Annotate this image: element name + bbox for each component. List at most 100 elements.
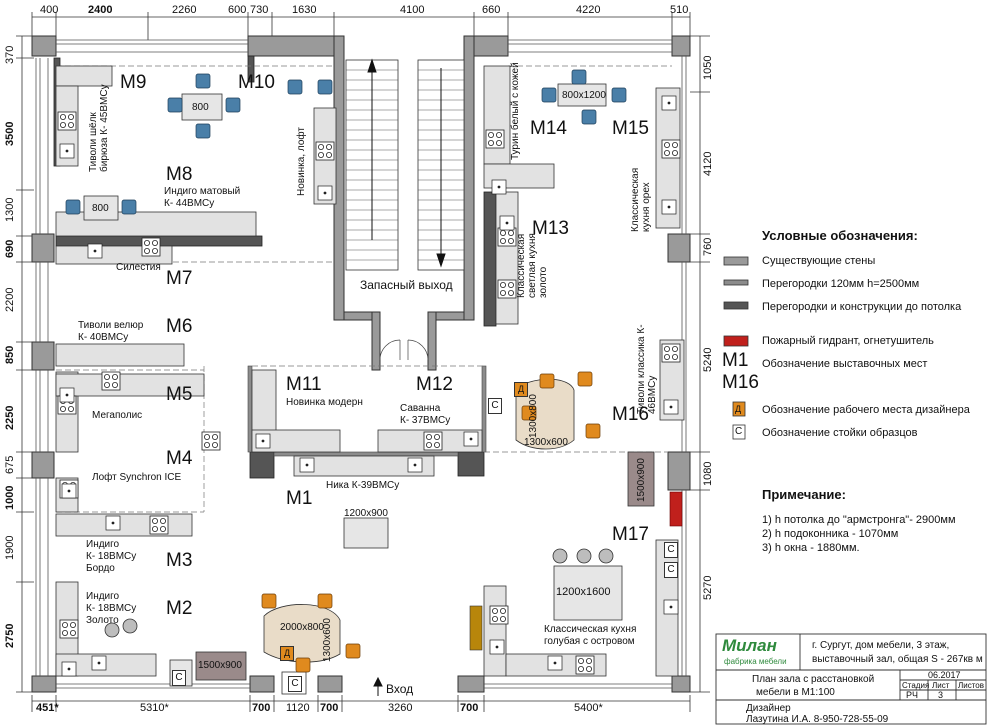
label-indigo-bordo-2: К- 18ВМСу — [86, 551, 137, 562]
chair — [317, 593, 333, 609]
tables — [83, 83, 655, 695]
chair — [585, 423, 601, 439]
company-logo: Милан — [722, 636, 777, 655]
sink — [661, 199, 677, 215]
bar-stool — [104, 622, 120, 638]
sofa-size-m16: 1500x900 — [636, 458, 647, 502]
bar-stool — [552, 548, 568, 564]
designer-marker-m1: Д — [280, 646, 294, 661]
sink — [491, 179, 507, 195]
stairs — [345, 59, 465, 271]
sink — [661, 95, 677, 111]
zone-label-m6: M6 — [166, 316, 193, 337]
sample-stand-m12: С — [488, 398, 502, 414]
entrance-arrow — [373, 676, 383, 696]
sink — [663, 599, 679, 615]
chair — [295, 657, 311, 673]
sinks — [59, 95, 679, 677]
label-classic-blue-1: Классическая кухня — [544, 624, 637, 635]
left-dimension-2: 1300 — [4, 197, 16, 222]
sink — [317, 185, 333, 201]
sink — [299, 457, 315, 473]
zone-label-m3: M3 — [166, 550, 193, 571]
cooktop — [497, 227, 517, 247]
label-classic-light: Классическая светлая кухня золото — [516, 233, 549, 298]
fire-hydrant — [669, 491, 683, 527]
title-plan-2: мебели в М1:100 — [756, 687, 835, 698]
cooktop — [201, 431, 221, 451]
notes-title: Примечание: — [762, 487, 846, 502]
label-indigo-zoloto-1: Индиго — [86, 591, 120, 602]
chair — [167, 97, 183, 113]
right-dimension-1: 4120 — [702, 151, 714, 176]
cooktop — [315, 141, 335, 161]
note-2: 2) h подоконника - 1070мм — [762, 528, 899, 540]
left-dimension-4: 2200 — [4, 287, 16, 312]
desk-size-m1-b: 1300x600 — [322, 618, 333, 662]
zone-label-m1: M1 — [286, 488, 313, 509]
zone-label-m9: M9 — [120, 72, 147, 93]
left-dimension-0: 370 — [4, 45, 16, 64]
chair — [541, 87, 557, 103]
label-loft-synchron: Лофт Synchron ICE — [92, 472, 182, 483]
note-3: 3) h окна - 1880мм. — [762, 542, 860, 554]
zone-label-m10: M10 — [238, 72, 275, 93]
exit-doors — [379, 339, 429, 361]
bottom-dimension-5: 3260 — [388, 702, 413, 714]
top-dimension-2: 2260 — [172, 4, 197, 16]
label-tivoli-classic: Тиволи классика К- 46ВМСу — [636, 324, 658, 414]
top-dimension-6: 4100 — [400, 4, 425, 16]
sample-stand-entrance: С — [288, 676, 302, 692]
island-size-m1: 1200x900 — [344, 508, 388, 519]
sample-stand-m2: С — [172, 670, 186, 686]
top-dimension-4: 730 — [250, 4, 269, 16]
title-designer-label: Дизайнер — [746, 703, 791, 714]
left-dimension-6: 2250 — [4, 405, 16, 430]
chair — [65, 199, 81, 215]
left-dimension-3: 690 — [4, 239, 16, 258]
sofa-size-m2: 1500x900 — [198, 660, 242, 671]
zone-label-m4: M4 — [166, 448, 193, 469]
title-designer: Лазутина И.А. 8-950-728-55-09 — [746, 714, 889, 725]
stair-arrows — [367, 58, 446, 268]
label-entrance: Вход — [386, 682, 414, 696]
chair — [571, 69, 587, 85]
label-emergency-exit: Запасный выход — [360, 278, 453, 292]
cooktop — [485, 129, 505, 149]
sink — [61, 661, 77, 677]
label-tivoli-silk: Тиволи шёлк бирюза К- 45ВМСу — [88, 84, 110, 172]
bottom-dimension-7: 5400* — [574, 702, 603, 714]
company-logo-subtitle: фабрика мебели — [724, 657, 787, 666]
legend-item-sample-stand: Обозначение стойки образцов — [762, 427, 918, 439]
right-dimension-2: 760 — [702, 237, 714, 256]
title-block-frame — [715, 633, 987, 725]
label-savanna-2: К- 37ВМСу — [400, 415, 451, 426]
bar-stool — [122, 618, 138, 634]
left-dimension-8: 1000 — [4, 485, 16, 510]
title-sheet: 3 — [938, 690, 944, 700]
label-tivoli-velur-2: К- 40ВМСу — [78, 332, 129, 343]
chair — [225, 97, 241, 113]
note-1: 1) h потолка до "армстронга"- 2900мм — [762, 514, 956, 526]
title-header-sheets: Листов — [958, 681, 984, 690]
bottom-dimension-line — [31, 695, 691, 712]
label-indigo-zoloto-2: К- 18ВМСу — [86, 603, 137, 614]
legend-item-zones: Обозначение выставочных мест — [762, 358, 928, 370]
legend-d-marker: Д — [735, 404, 742, 414]
sample-stand-m17-b: С — [664, 562, 678, 578]
zone-label-m2: M2 — [166, 598, 193, 619]
label-nika: Ника К-39ВМСу — [326, 480, 400, 491]
chair — [345, 643, 361, 659]
zone-label-m17: M17 — [612, 524, 649, 545]
sink — [255, 433, 271, 449]
title-location-1: г. Сургут, дом мебели, 3 этаж, — [812, 640, 950, 651]
zone-label-m8: M8 — [166, 164, 193, 185]
top-dimension-5: 1630 — [292, 4, 317, 16]
label-classic-oreh: Классическая кухня орех — [630, 167, 652, 232]
zone-label-m15: M15 — [612, 118, 649, 139]
table-size-m9: 800 — [192, 102, 209, 113]
sink — [105, 515, 121, 531]
label-tivoli-velur-1: Тиволи велюр — [78, 320, 144, 331]
sink — [463, 431, 479, 447]
chair — [195, 123, 211, 139]
